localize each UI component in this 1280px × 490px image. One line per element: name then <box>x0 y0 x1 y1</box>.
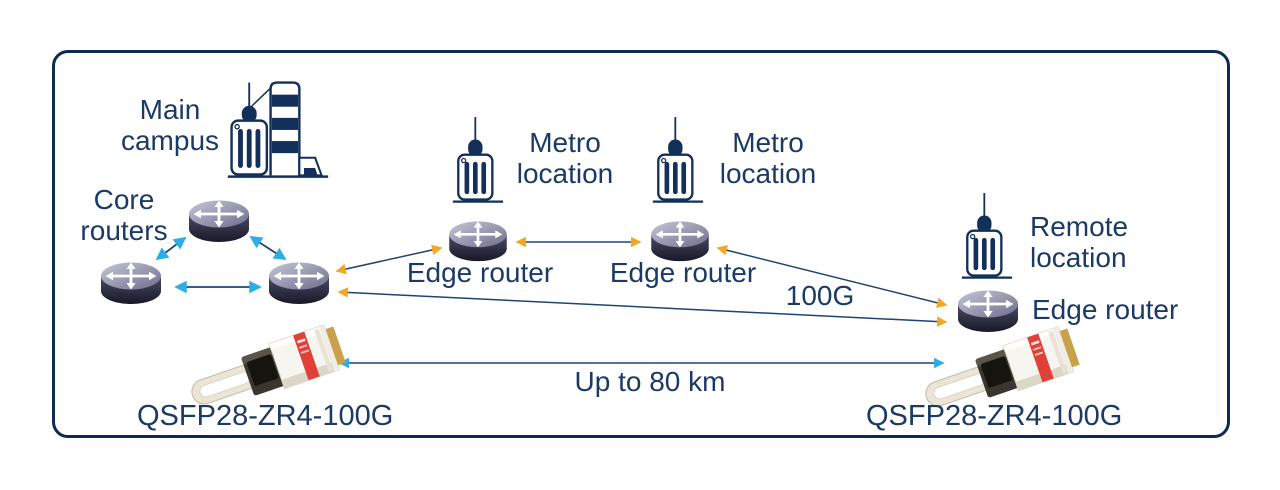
metro-location-2-label: Metro location <box>708 127 828 189</box>
remote-line1: Remote <box>1030 211 1129 242</box>
metro-2-line1: Metro <box>732 127 804 158</box>
main-campus-line2: campus <box>120 125 220 156</box>
link-core-edge1 <box>335 244 443 275</box>
core-routers-line2: routers <box>80 215 168 246</box>
remote-line2: location <box>1030 242 1127 273</box>
metro-location-1-label: Metro location <box>505 127 625 189</box>
link-speed-label: 100G <box>785 280 855 311</box>
main-campus-label: Main campus <box>70 94 270 156</box>
qsfp-transceiver-left-icon <box>186 320 346 411</box>
transceiver-right-label: QSFP28-ZR4-100G <box>866 400 1123 432</box>
remote-building-icon <box>961 188 1013 286</box>
metro-building-1-icon <box>452 112 504 210</box>
link-core-top-left <box>155 236 187 261</box>
core-routers-label: Core routers <box>24 184 224 246</box>
core-routers-line1: Core <box>93 184 155 215</box>
core-router-right-icon <box>267 260 331 308</box>
edge-router-2-label: Edge router <box>609 257 757 288</box>
metro-building-2-icon <box>652 112 704 210</box>
metro-1-line2: location <box>516 158 614 189</box>
remote-location-label: Remote location <box>1030 211 1128 273</box>
metro-1-line1: Metro <box>529 127 601 158</box>
main-campus-line1: Main <box>139 94 201 125</box>
link-distance-label: Up to 80 km <box>574 366 726 397</box>
core-router-left-icon <box>99 260 163 308</box>
link-core-remote <box>337 287 948 327</box>
transceiver-left-label: QSFP28-ZR4-100G <box>137 400 394 432</box>
diagram-frame <box>52 50 1230 438</box>
link-core-top-right <box>249 235 287 261</box>
edge-router-1-label: Edge router <box>406 257 554 288</box>
remote-edge-router-label: Edge router <box>1032 294 1179 325</box>
metro-2-line2: location <box>719 158 817 189</box>
